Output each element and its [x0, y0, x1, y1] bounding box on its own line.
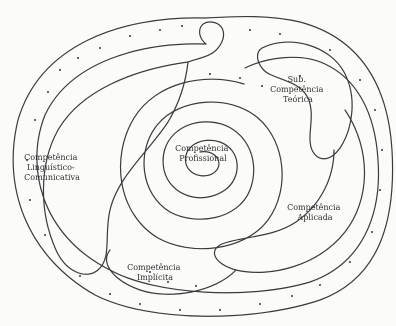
scatter-dots: [26, 25, 383, 311]
dot: [44, 234, 46, 236]
dot: [291, 295, 293, 297]
central-spiral: [121, 79, 283, 248]
label-profissional: Competência Profissional: [175, 144, 231, 163]
label-line: Teórica: [283, 95, 313, 104]
dot: [279, 33, 281, 35]
dot: [99, 47, 101, 49]
dot: [329, 49, 331, 51]
label-line: Aplicada: [296, 213, 332, 222]
dot: [139, 303, 141, 305]
label-line: Implícita: [137, 273, 173, 282]
dot: [129, 35, 131, 37]
dot: [319, 284, 321, 286]
dot: [379, 189, 381, 191]
label-line: Linguístico-: [27, 163, 75, 172]
dot: [249, 29, 251, 31]
label-line: Comunicativa: [24, 173, 80, 182]
top-loop: [188, 22, 224, 62]
dot: [195, 285, 197, 287]
label-line: Competência: [127, 263, 181, 272]
dot: [179, 309, 181, 311]
dot: [359, 79, 361, 81]
dot: [374, 109, 376, 111]
dot: [34, 119, 36, 121]
label-line: Competência: [175, 144, 229, 153]
aplicada-region: [214, 110, 364, 272]
dot: [47, 91, 49, 93]
label-line: Sub.: [288, 75, 306, 84]
dot: [261, 85, 263, 87]
label-line: Competência: [24, 153, 78, 162]
dot: [59, 69, 61, 71]
label-sub-teorica: Sub. Competência Teórica: [270, 75, 326, 104]
inner-boundary: [37, 44, 379, 293]
label-aplicada: Competência Aplicada: [287, 203, 343, 222]
dot: [219, 309, 221, 311]
dot: [209, 73, 211, 75]
dot: [371, 231, 373, 233]
dot: [259, 303, 261, 305]
dot: [239, 77, 241, 79]
dot: [77, 57, 79, 59]
dot: [159, 29, 161, 31]
label-line: Competência: [287, 203, 341, 212]
dot: [29, 199, 31, 201]
label-linguistico: Competência Linguístico- Comunicativa: [24, 153, 80, 182]
dot: [381, 149, 383, 151]
dot: [109, 293, 111, 295]
dot: [349, 261, 351, 263]
label-line: Profissional: [179, 154, 227, 163]
dot: [79, 275, 81, 277]
dot: [181, 25, 183, 27]
label-implicita: Competência Implícita: [127, 263, 183, 282]
label-line: Competência: [270, 85, 324, 94]
